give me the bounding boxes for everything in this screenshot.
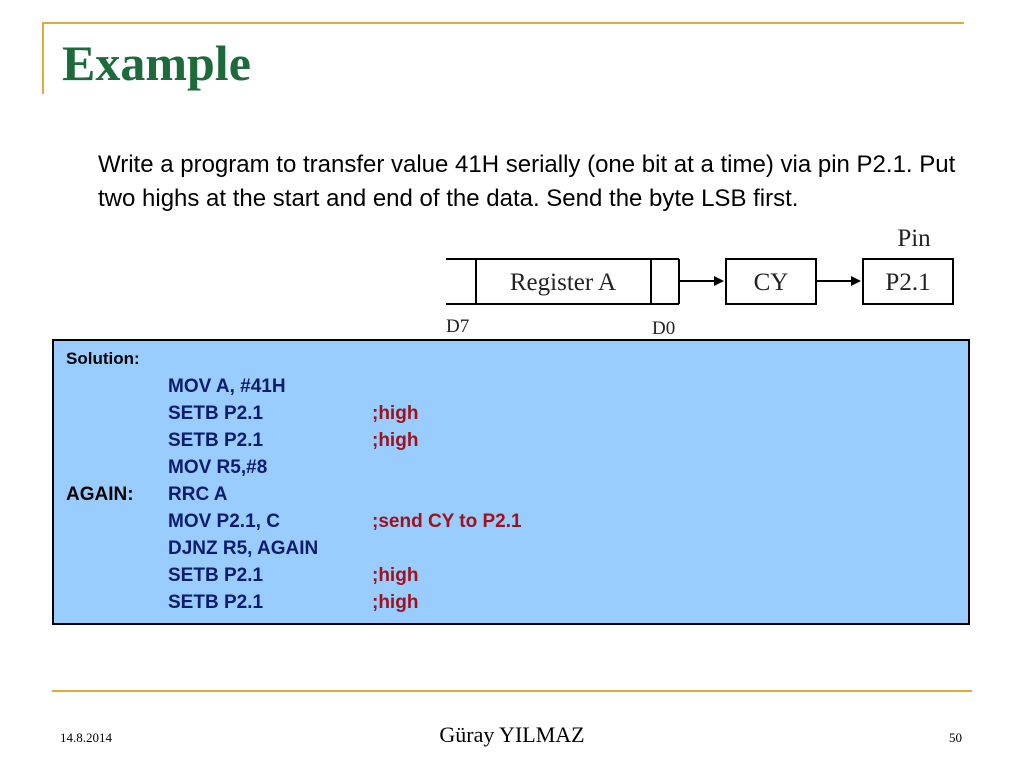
code-label: AGAIN: — [66, 484, 134, 505]
d0-label: D0 — [652, 318, 675, 338]
cy-label: CY — [754, 269, 789, 296]
code-instruction: SETB P2.1 — [168, 565, 264, 586]
footer-divider — [52, 690, 972, 692]
page-number: 50 — [949, 730, 962, 745]
code-instruction: MOV R5,#8 — [168, 457, 268, 478]
code-comment: ;high — [372, 403, 419, 424]
d7-label: D7 — [446, 316, 469, 337]
slide-title: Example — [62, 35, 251, 91]
footer-author: Güray YILMAZ — [439, 722, 585, 747]
cy-box: CY — [725, 258, 817, 305]
solution-code-box: Solution: MOV A, #41H SETB P2.1 ;high SE… — [52, 339, 970, 625]
code-instruction: SETB P2.1 — [168, 592, 264, 613]
footer-date: 14.8.2014 — [60, 730, 112, 745]
code-instruction: SETB P2.1 — [168, 430, 264, 451]
arrow-to-cy-head — [714, 276, 724, 286]
code-comment: ;send CY to P2.1 — [372, 511, 522, 532]
code-instruction: MOV A, #41H — [168, 376, 286, 397]
top-accent-line — [42, 22, 964, 24]
code-comment: ;high — [372, 430, 419, 451]
serial-transfer-diagram: Register A CY P2.1 Pin D7 D0 — [446, 226, 954, 338]
register-a-label: Register A — [510, 269, 616, 296]
code-instruction: RRC A — [168, 484, 228, 505]
code-instruction: MOV P2.1, C — [168, 511, 280, 532]
port-box: P2.1 — [862, 258, 954, 305]
port-label: P2.1 — [885, 269, 930, 296]
code-comment: ;high — [372, 592, 419, 613]
code-comment: ;high — [372, 565, 419, 586]
problem-statement: Write a program to transfer value 41H se… — [98, 151, 956, 212]
arrow-to-port-head — [851, 276, 861, 286]
pin-label: Pin — [897, 226, 931, 252]
solution-label: Solution: — [66, 349, 140, 368]
left-accent-line — [42, 22, 44, 94]
register-a-box: Register A — [446, 258, 680, 305]
code-instruction: DJNZ R5, AGAIN — [168, 538, 319, 559]
code-instruction: SETB P2.1 — [168, 403, 264, 424]
